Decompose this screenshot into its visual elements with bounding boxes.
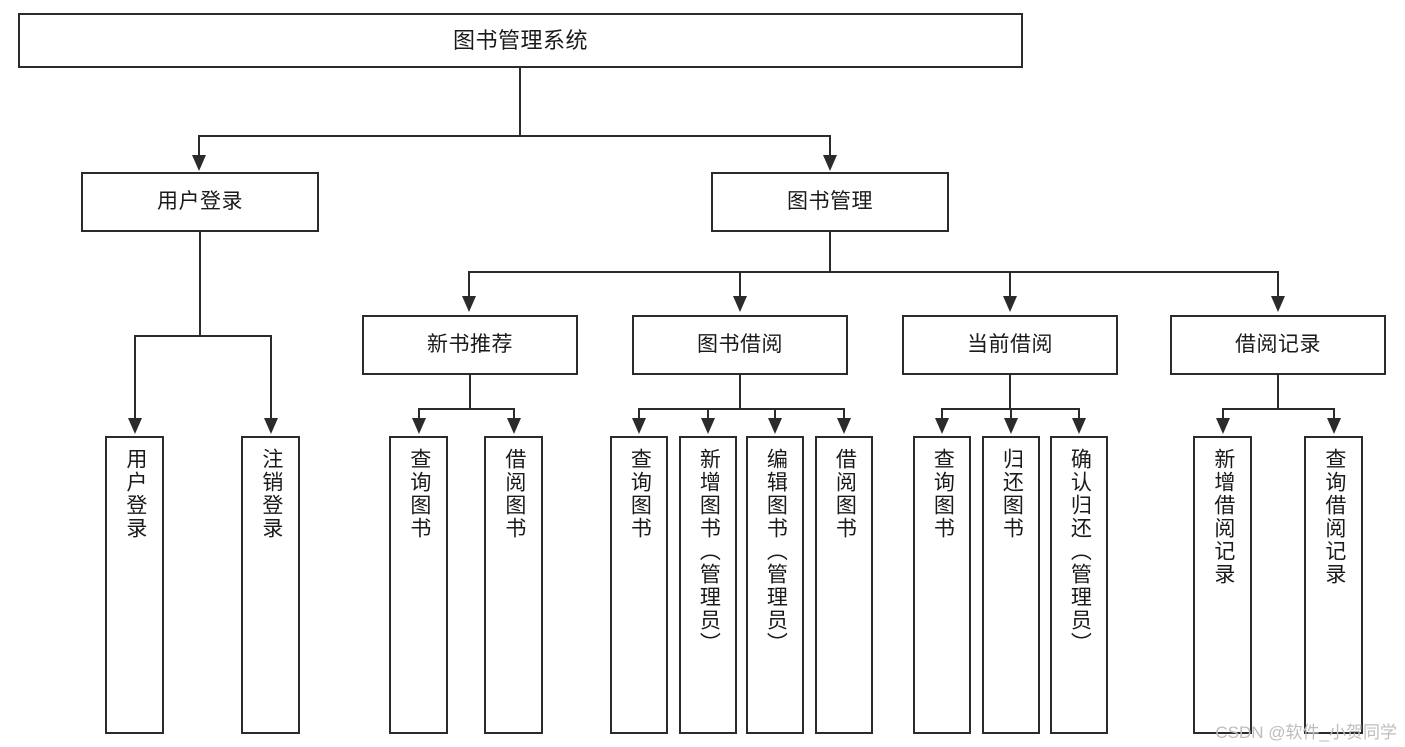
connector-current-borrow-leaf-3	[1078, 408, 1080, 420]
leaf-add-book-admin[interactable]: 新增图书（管理员）	[679, 436, 737, 734]
node-label: 当前借阅	[967, 332, 1053, 356]
connector-book-borrow-leaf-2	[707, 408, 709, 420]
arrowhead-leaf-logout	[264, 418, 278, 434]
arrowhead-leaf-query-record	[1327, 418, 1341, 434]
arrowhead-borrow-record	[1271, 296, 1285, 312]
node-label: 借阅图书	[502, 448, 526, 540]
node-label: 图书借阅	[697, 332, 783, 356]
connector-to-borrow-record	[1277, 271, 1279, 298]
connector-new-book-leaf-2	[513, 408, 515, 420]
leaf-user-login[interactable]: 用户登录	[105, 436, 164, 734]
arrowhead-leaf-add-record	[1216, 418, 1230, 434]
node-label: 新增借阅记录	[1211, 448, 1235, 586]
connector-user-login-bar	[134, 335, 271, 337]
arrowhead-new-book	[462, 296, 476, 312]
arrowhead-leaf-borrow-book-1	[507, 418, 521, 434]
connector-root-bar	[198, 135, 831, 137]
connector-borrow-record-bar	[1222, 408, 1334, 410]
connector-current-borrow-leaf-1	[941, 408, 943, 420]
connector-book-borrow-leaf-1	[638, 408, 640, 420]
leaf-borrow-book-borrow[interactable]: 借阅图书	[815, 436, 873, 734]
connector-user-login-stem	[199, 232, 201, 335]
connector-root-stem	[519, 68, 521, 135]
connector-user-login-leaf-1	[134, 335, 136, 420]
connector-to-book-borrow	[739, 271, 741, 298]
node-label: 图书管理	[787, 189, 873, 213]
connector-borrow-record-stem	[1277, 375, 1279, 408]
connector-borrow-record-leaf-1	[1222, 408, 1224, 420]
node-label: 用户登录	[123, 448, 147, 540]
connector-new-book-stem	[469, 375, 471, 408]
arrowhead-leaf-query-book-1	[412, 418, 426, 434]
connector-book-borrow-leaf-4	[843, 408, 845, 420]
leaf-borrow-book-recommend[interactable]: 借阅图书	[484, 436, 543, 734]
node-label: 确认归还（管理员）	[1068, 448, 1092, 655]
arrowhead-leaf-query-book-3	[935, 418, 949, 434]
leaf-query-book-recommend[interactable]: 查询图书	[389, 436, 448, 734]
node-label: 查询图书	[931, 448, 955, 540]
connector-book-borrow-leaf-3	[774, 408, 776, 420]
connector-book-manage-bar	[468, 271, 1279, 273]
node-label: 新增图书（管理员）	[697, 448, 721, 655]
connector-new-book-bar	[418, 408, 514, 410]
leaf-add-borrow-record[interactable]: 新增借阅记录	[1193, 436, 1252, 734]
node-borrow-record[interactable]: 借阅记录	[1170, 315, 1386, 375]
node-book-management[interactable]: 图书管理	[711, 172, 949, 232]
node-label: 用户登录	[157, 189, 243, 213]
node-label: 注销登录	[259, 448, 283, 540]
arrowhead-book-borrow	[733, 296, 747, 312]
connector-user-login-leaf-2	[270, 335, 272, 420]
connector-book-borrow-bar	[638, 408, 844, 410]
node-label: 图书管理系统	[452, 27, 588, 53]
arrowhead-book-manage	[823, 155, 837, 171]
arrowhead-leaf-query-book-2	[632, 418, 646, 434]
node-label: 归还图书	[1000, 448, 1024, 540]
leaf-edit-book-admin[interactable]: 编辑图书（管理员）	[746, 436, 804, 734]
arrowhead-leaf-user-login	[128, 418, 142, 434]
leaf-logout[interactable]: 注销登录	[241, 436, 300, 734]
leaf-query-book-borrow[interactable]: 查询图书	[610, 436, 668, 734]
connector-current-borrow-stem	[1009, 375, 1011, 408]
leaf-query-book-current[interactable]: 查询图书	[913, 436, 971, 734]
connector-to-new-book	[468, 271, 470, 298]
node-label: 编辑图书（管理员）	[764, 448, 788, 655]
node-label: 借阅图书	[833, 448, 857, 540]
connector-book-borrow-stem	[739, 375, 741, 408]
connector-to-current-borrow	[1009, 271, 1011, 298]
connector-current-borrow-leaf-2	[1010, 408, 1012, 420]
connector-borrow-record-leaf-2	[1333, 408, 1335, 420]
leaf-return-book[interactable]: 归还图书	[982, 436, 1040, 734]
node-label: 新书推荐	[427, 332, 513, 356]
node-book-borrow[interactable]: 图书借阅	[632, 315, 848, 375]
arrowhead-leaf-edit-book	[768, 418, 782, 434]
node-label: 借阅记录	[1235, 332, 1321, 356]
leaf-query-borrow-record[interactable]: 查询借阅记录	[1304, 436, 1363, 734]
connector-book-manage-stem	[829, 232, 831, 271]
node-current-borrow[interactable]: 当前借阅	[902, 315, 1118, 375]
node-new-book-recommend[interactable]: 新书推荐	[362, 315, 578, 375]
arrowhead-user-login	[192, 155, 206, 171]
node-label: 查询图书	[628, 448, 652, 540]
leaf-confirm-return-admin[interactable]: 确认归还（管理员）	[1050, 436, 1108, 734]
arrowhead-leaf-confirm-return	[1072, 418, 1086, 434]
arrowhead-current-borrow	[1003, 296, 1017, 312]
connector-root-to-book-manage	[829, 135, 831, 157]
arrowhead-leaf-return-book	[1004, 418, 1018, 434]
node-user-login[interactable]: 用户登录	[81, 172, 319, 232]
connector-root-to-user-login	[198, 135, 200, 157]
node-label: 查询图书	[407, 448, 431, 540]
arrowhead-leaf-borrow-book-2	[837, 418, 851, 434]
arrowhead-leaf-add-book	[701, 418, 715, 434]
node-label: 查询借阅记录	[1322, 448, 1346, 586]
node-root-system[interactable]: 图书管理系统	[18, 13, 1023, 68]
connector-new-book-leaf-1	[418, 408, 420, 420]
